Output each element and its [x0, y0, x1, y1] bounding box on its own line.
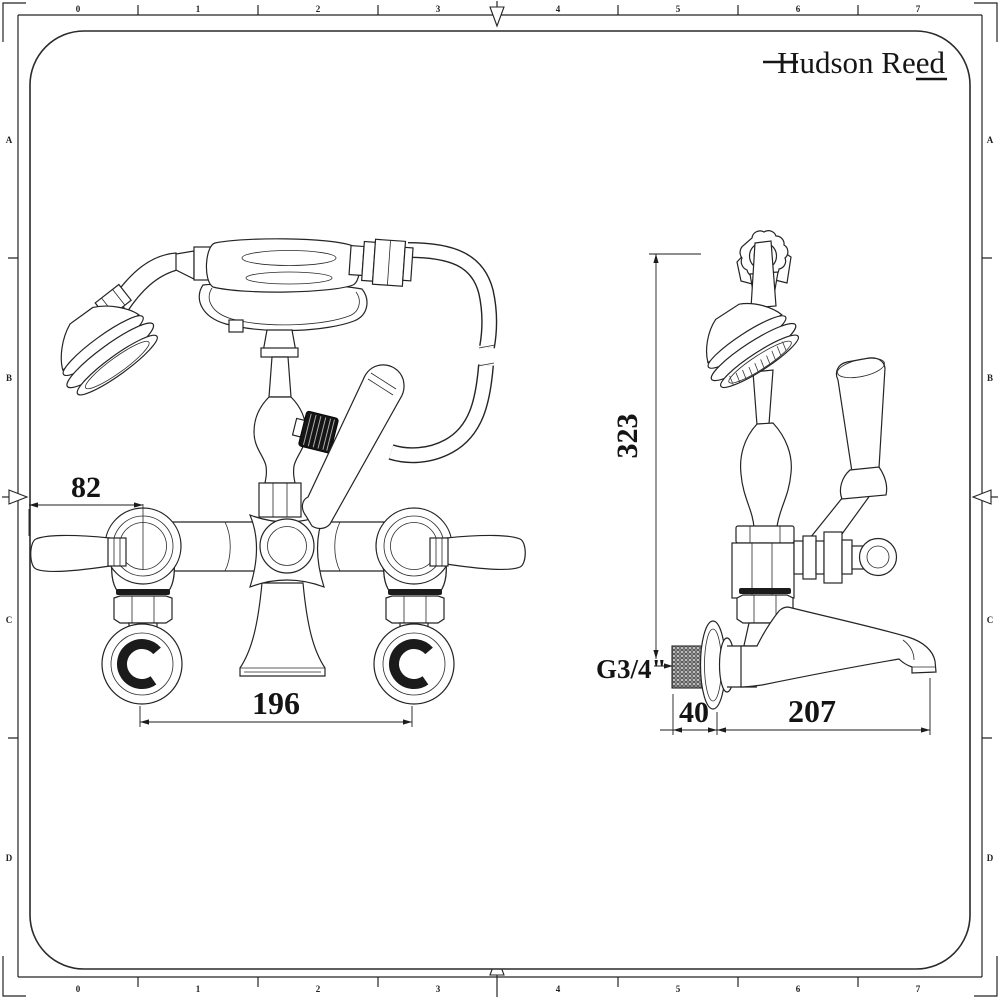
dimension-40-207: 40 207 [660, 678, 931, 735]
handset-side [705, 240, 800, 544]
ruler-ticks-right [982, 257, 992, 739]
dim-82-label: 82 [71, 471, 101, 504]
dim-207-label: 207 [788, 693, 836, 729]
handset-bell-side [705, 302, 800, 389]
right-valve-assembly [373, 507, 526, 705]
brand-logo: Hudson Reed [763, 45, 947, 81]
ruler-label: 1 [196, 4, 201, 14]
bath-spout-side [740, 606, 937, 688]
ruler-label: 1 [196, 984, 201, 994]
ruler-label: 0 [76, 4, 81, 14]
ruler-label: C [6, 615, 13, 625]
ruler-label: B [987, 373, 993, 383]
ruler-label: B [6, 373, 12, 383]
corner-mark-icon [974, 956, 998, 997]
ruler-label: 0 [76, 984, 81, 994]
ruler-label: 2 [316, 984, 321, 994]
ruler-label: C [987, 615, 994, 625]
ruler-label: 5 [676, 4, 681, 14]
riser-pipe [253, 329, 307, 518]
ruler-ticks-left [8, 257, 18, 739]
center-datum-top-icon [489, 1, 505, 28]
diverter-lever-front [301, 364, 405, 530]
ruler-label: 7 [916, 984, 921, 994]
ruler-label: 3 [436, 4, 441, 14]
ruler-label: 7 [916, 4, 921, 14]
dimension-82: 82 [28, 471, 143, 536]
ruler-label: 5 [676, 984, 681, 994]
thread-size-callout: G3/4" [596, 654, 673, 684]
ruler-ticks-top [137, 5, 859, 15]
ruler-ticks-bottom [137, 977, 859, 987]
ruler-label: D [987, 853, 994, 863]
dim-196-label: 196 [252, 685, 300, 721]
left-lever-handle [30, 534, 111, 572]
center-datum-left-icon [2, 489, 29, 505]
corner-mark-icon [2, 2, 26, 42]
dim-323-label: 323 [611, 414, 644, 459]
diverter-hub [248, 513, 326, 588]
ruler-label: 6 [796, 984, 801, 994]
ruler-label: 6 [796, 4, 801, 14]
ruler-label: 2 [316, 4, 321, 14]
sheet-border [29, 30, 971, 970]
ruler-label: A [987, 135, 994, 145]
hose-connector [348, 238, 414, 287]
left-valve-assembly [30, 504, 183, 705]
dimension-196: 196 [139, 685, 413, 727]
front-view-drawing: 82 196 [28, 238, 526, 727]
ruler-label: 3 [436, 984, 441, 994]
shower-hose [388, 242, 498, 464]
corner-mark-icon [2, 956, 26, 997]
dim-40-label: 40 [679, 696, 709, 729]
corner-mark-icon [974, 2, 998, 42]
handset-bell-front [60, 305, 158, 396]
side-view-drawing: 323 [596, 230, 937, 735]
thread-label: G3/4" [596, 654, 667, 684]
handset-front [60, 238, 414, 396]
diverter-knob [291, 410, 339, 454]
ruler-label: A [6, 135, 13, 145]
threaded-inlet [671, 645, 703, 689]
dimension-323: 323 [611, 253, 701, 659]
lever-handle-side [800, 357, 888, 557]
center-datum-right-icon [971, 489, 998, 505]
right-lever-handle [445, 534, 526, 570]
logo-text: Hudson Reed [777, 45, 945, 80]
ruler-label: 4 [556, 4, 561, 14]
wall-connection-side [671, 588, 937, 710]
tub-spout-front [239, 582, 326, 677]
ruler-label: D [6, 853, 13, 863]
ruler-label: 4 [556, 984, 561, 994]
